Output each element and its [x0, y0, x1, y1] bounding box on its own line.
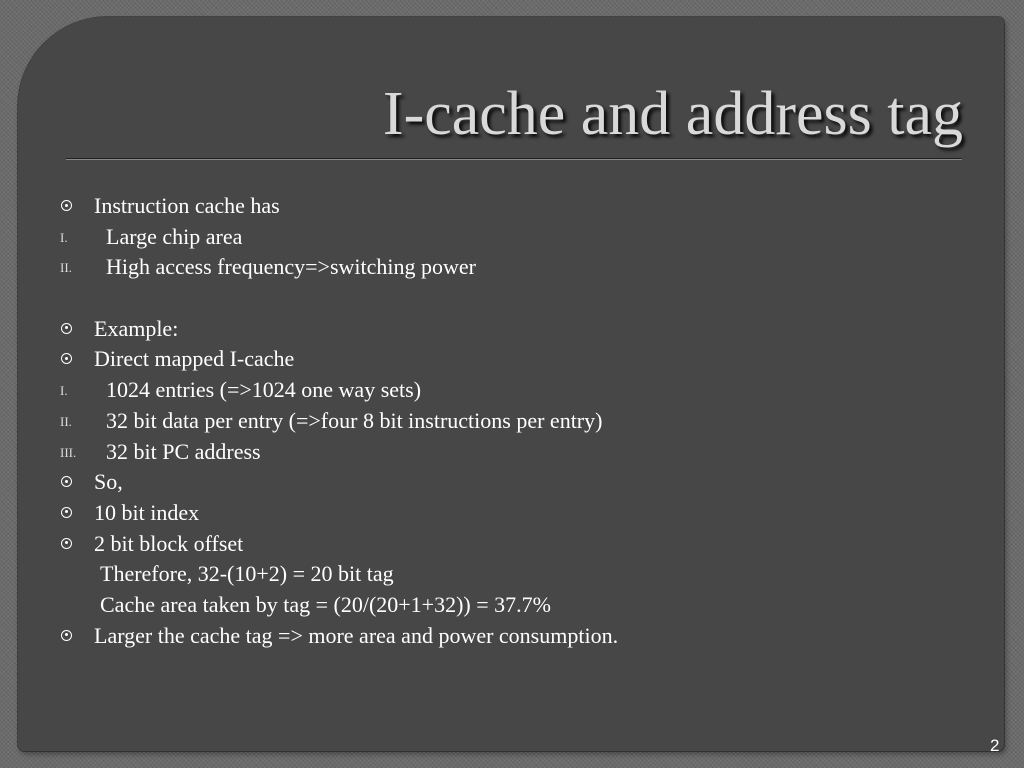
slide-number: 2 — [990, 736, 1000, 755]
roman-numeral-marker: II. — [60, 413, 72, 429]
bullet-item: 2 bit block offset — [60, 529, 960, 560]
circle-dot-bullet-icon — [61, 537, 72, 549]
circle-dot-bullet-icon — [61, 506, 72, 518]
bullet-item: Instruction cache has — [60, 191, 960, 222]
roman-numeral-marker: I. — [60, 229, 68, 245]
circle-dot-bullet-icon — [61, 476, 72, 488]
bullet-text: Example: — [94, 315, 179, 341]
plain-line-text: Cache area taken by tag = (20/(20+1+32))… — [100, 591, 551, 617]
numbered-item: II. High access frequency=>switching pow… — [60, 252, 960, 283]
roman-numeral-marker: II. — [60, 260, 72, 276]
bullet-item: Larger the cache tag => more area and po… — [60, 621, 960, 652]
numbered-item-text: 32 bit PC address — [106, 438, 261, 464]
bullet-item: Example: — [60, 314, 960, 345]
numbered-item-text: 32 bit data per entry (=>four 8 bit inst… — [106, 407, 603, 433]
bullet-text: Instruction cache has — [94, 193, 280, 218]
bullet-text: Larger the cache tag => more area and po… — [94, 622, 619, 648]
bullet-item: Direct mapped I-cache — [60, 344, 960, 375]
circle-dot-bullet-icon — [61, 322, 72, 334]
numbered-item: III. 32 bit PC address — [60, 437, 960, 468]
numbered-item-text: 1024 entries (=>1024 one way sets) — [106, 377, 422, 403]
circle-dot-bullet-icon — [61, 629, 72, 641]
plain-line: Cache area taken by tag = (20/(20+1+32))… — [60, 590, 960, 621]
bullet-item: 10 bit index — [60, 498, 960, 529]
bullet-item: So, — [60, 467, 960, 498]
title-divider — [66, 158, 962, 160]
slide-content: Instruction cache has I. Large chip area… — [60, 191, 960, 651]
bullet-text: Direct mapped I-cache — [94, 346, 295, 372]
plain-line: Therefore, 32-(10+2) = 20 bit tag — [60, 559, 960, 590]
bullet-text: So, — [94, 469, 123, 495]
roman-numeral-marker: III. — [60, 444, 77, 460]
bullet-text: 10 bit index — [94, 499, 200, 525]
slide-title: I-cache and address tag — [382, 80, 963, 148]
numbered-item: I. Large chip area — [60, 222, 960, 253]
slide-panel — [18, 17, 1004, 751]
numbered-item-text: Large chip area — [106, 223, 243, 249]
circle-dot-bullet-icon — [61, 200, 72, 211]
numbered-item: II. 32 bit data per entry (=>four 8 bit … — [60, 406, 960, 437]
circle-dot-bullet-icon — [61, 353, 72, 365]
numbered-item-text: High access frequency=>switching power — [106, 254, 476, 280]
roman-numeral-marker: I. — [60, 383, 68, 399]
numbered-item: I. 1024 entries (=>1024 one way sets) — [60, 375, 960, 406]
plain-line-text: Therefore, 32-(10+2) = 20 bit tag — [100, 561, 394, 587]
bullet-text: 2 bit block offset — [94, 530, 244, 556]
blank-line — [60, 283, 960, 314]
